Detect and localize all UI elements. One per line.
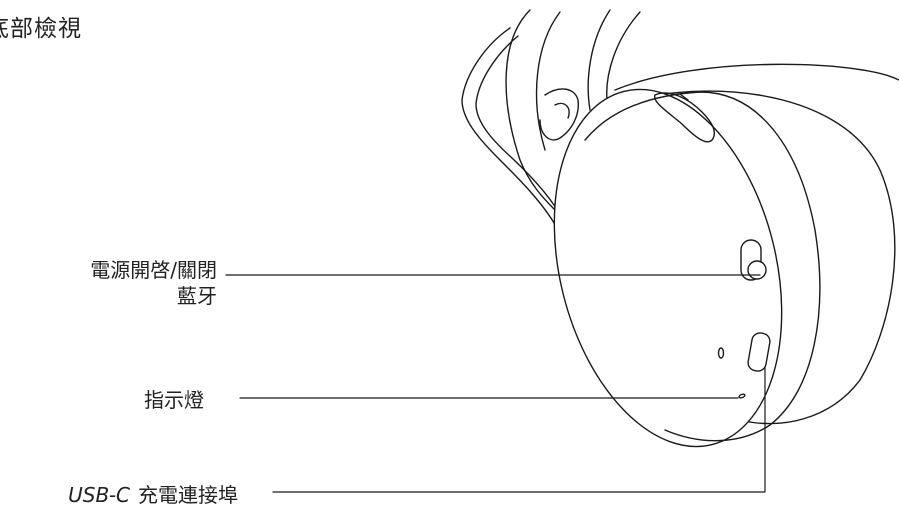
- charging-port-text: 充電連接埠: [138, 483, 238, 507]
- page-title: 底部檢視: [0, 16, 82, 42]
- bluetooth-label: 藍牙: [177, 284, 217, 308]
- indicator-light-label: 指示燈: [144, 388, 204, 412]
- microphone-hole: [717, 347, 725, 359]
- indicator-light: [738, 393, 746, 399]
- power-bluetooth-label: 電源開啓/關閉 藍牙: [90, 257, 217, 309]
- usb-c-prefix: USB-C: [68, 483, 130, 507]
- rear-ear-cushion: [599, 63, 899, 425]
- usb-c-port-label: USB-C 充電連接埠: [68, 482, 238, 508]
- headband: [505, 9, 641, 211]
- ear-cup: [553, 88, 821, 448]
- usb-leader-line: [272, 367, 766, 493]
- power-label: 電源開啓/關閉: [90, 258, 217, 282]
- hinge: [539, 88, 579, 141]
- usb-c-port: [747, 332, 771, 372]
- hinge-detail: [554, 102, 570, 119]
